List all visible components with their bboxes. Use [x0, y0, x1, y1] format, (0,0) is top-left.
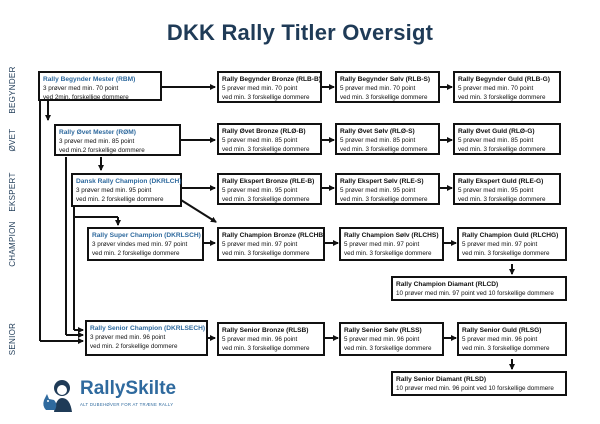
box-line: ved min. 3 forskellige dommere	[340, 146, 428, 153]
box-line: ved min. 3 forskellige dommere	[222, 196, 310, 203]
box-line: 5 prøver med min. 96 point	[344, 336, 420, 343]
page-title: DKK Rally Titler Oversigt	[166, 20, 434, 45]
box-title: Rally Senior Champion (DKRLSECH)	[90, 325, 206, 332]
box-rleb: Rally Ekspert Bronze (RLE-B) 5 prøver me…	[217, 173, 322, 205]
box-line: 5 prøver med min. 85 point	[458, 137, 534, 144]
box-line: ved min. 2 forskellige dommere	[92, 250, 180, 257]
box-line: 5 prøver med min. 85 point	[340, 137, 416, 144]
box-title: Rally Ekspert Bronze (RLE-B)	[222, 178, 315, 185]
box-line: ved min. 3 forskellige dommere	[344, 250, 432, 257]
box-line: 5 prøver med min. 97 point	[462, 241, 538, 248]
box-title: Rally Begynder Guld (RLB-G)	[458, 76, 550, 83]
box-rleg: Rally Ekspert Guld (RLE-G) 5 prøver med …	[453, 173, 561, 205]
box-dkrlsech: Rally Senior Champion (DKRLSECH) 3 prøve…	[85, 320, 208, 356]
box-line: 3 prøver med min. 70 point	[43, 85, 119, 92]
box-line: ved min. 3 forskellige dommere	[340, 196, 428, 203]
box-line: ved min. 3 forskellige dommere	[458, 196, 546, 203]
box-line: 5 prøver med min. 95 point	[222, 187, 298, 194]
box-dkrlsch: Rally Super Champion (DKRLSCH) 3 prøver …	[87, 227, 204, 261]
box-line: ved min. 3 forskellige dommere	[340, 94, 428, 101]
box-title: Rally Begynder Bronze (RLB-B)	[222, 76, 321, 83]
rallyskilte-logo: RallySkilte ALT DUBEHØVER FOR AT TRÆNE R…	[40, 374, 190, 420]
box-rlcd: Rally Champion Diamant (RLCD) 10 prøver …	[391, 276, 567, 301]
box-line: ved min. 3 forskellige dommere	[458, 94, 546, 101]
box-line: ved min.2 forskellige dommere	[59, 147, 145, 154]
box-line: ved min. 2 forskellige dommere	[76, 196, 164, 203]
box-line: 3 prøver med min. 96 point	[90, 334, 166, 341]
box-line: 3 prøver vindes med min. 97 point	[92, 241, 188, 248]
box-title: Rally Ekspert Guld (RLE-G)	[458, 178, 544, 185]
box-rlsg: Rally Senior Guld (RLSG) 5 prøver med mi…	[457, 322, 567, 356]
box-line: ved min. 3 forskellige dommere	[462, 250, 550, 257]
box-title: Rally Øvet Sølv (RLØ-S)	[340, 128, 415, 135]
box-rlbb: Rally Begynder Bronze (RLB-B) 5 prøver m…	[217, 71, 322, 103]
box-line: ved min. 3 forskellige dommere	[222, 146, 310, 153]
box-line: ved min. 3 forskellige dommere	[222, 345, 310, 352]
box-rlchb: Rally Champion Bronze (RLCHB) 5 prøver m…	[217, 227, 325, 261]
box-line: 5 prøver med min. 96 point	[462, 336, 538, 343]
box-title: Rally Senior Bronze (RLSB)	[222, 327, 309, 334]
box-title: Rally Begynder Mester (RBM)	[43, 76, 136, 83]
box-rlob: Rally Øvet Bronze (RLØ-B) 5 prøver med m…	[217, 123, 322, 155]
box-line: ved min. 3 forskellige dommere	[222, 250, 310, 257]
box-title: Rally Super Champion (DKRLSCH)	[92, 232, 201, 239]
box-rlsb: Rally Senior Bronze (RLSB) 5 prøver med …	[217, 322, 325, 356]
box-line: 5 prøver med min. 97 point	[222, 241, 298, 248]
box-line: ved min. 3 forskellige dommere	[344, 345, 432, 352]
box-rlchs: Rally Champion Sølv (RLCHS) 5 prøver med…	[339, 227, 444, 261]
box-rlos: Rally Øvet Sølv (RLØ-S) 5 prøver med min…	[335, 123, 440, 155]
box-rlsd: Rally Senior Diamant (RLSD) 10 prøver me…	[391, 371, 567, 396]
box-line: 5 prøver med min. 95 point	[458, 187, 534, 194]
box-title: Rally Begynder Sølv (RLB-S)	[340, 76, 431, 83]
box-title: Rally Champion Guld (RLCHG)	[462, 232, 559, 239]
box-title: Rally Champion Bronze (RLCHB)	[222, 232, 326, 239]
box-line: 3 prøver med min. 85 point	[59, 138, 135, 145]
box-title: Dansk Rally Champion (DKRLCH)	[76, 178, 182, 185]
box-rom: Rally Øvet Mester (RØM) 3 prøver med min…	[54, 124, 181, 156]
box-title: Rally Øvet Guld (RLØ-G)	[458, 128, 535, 135]
box-line: 3 prøver med min. 95 point	[76, 187, 152, 194]
box-title: Rally Øvet Bronze (RLØ-B)	[222, 128, 306, 135]
box-rlbs: Rally Begynder Sølv (RLB-S) 5 prøver med…	[335, 71, 440, 103]
logo-tagline: ALT DUBEHØVER FOR AT TRÆNE RALLY	[80, 402, 174, 407]
box-title: Rally Champion Diamant (RLCD)	[396, 281, 499, 288]
box-line: ved min. 3 forskellige dommere	[458, 146, 546, 153]
box-line: 10 prøver med min. 96 point ved 10 forsk…	[396, 385, 554, 392]
box-line: 5 prøver med min. 70 point	[458, 85, 534, 92]
box-rlbg: Rally Begynder Guld (RLB-G) 5 prøver med…	[453, 71, 561, 103]
box-dkrlch: Dansk Rally Champion (DKRLCH) 3 prøver m…	[71, 173, 182, 207]
dog-handler-icon	[43, 380, 72, 412]
box-line: 5 prøver med min. 97 point	[344, 241, 420, 248]
box-title: Rally Champion Sølv (RLCHS)	[344, 232, 439, 239]
box-line: ved min. 2 forskellige dommere	[90, 343, 178, 350]
box-line: ved 2min. forskellige dommere	[43, 94, 129, 101]
box-rbm: Rally Begynder Mester (RBM) 3 prøver med…	[38, 71, 162, 101]
box-title: Rally Senior Diamant (RLSD)	[396, 376, 487, 383]
box-rlog: Rally Øvet Guld (RLØ-G) 5 prøver med min…	[453, 123, 561, 155]
box-line: ved min. 3 forskellige dommere	[462, 345, 550, 352]
box-line: 5 prøver med min. 96 point	[222, 336, 298, 343]
box-line: 10 prøver med min. 97 point ved 10 forsk…	[396, 290, 554, 297]
box-title: Rally Ekspert Sølv (RLE-S)	[340, 178, 424, 185]
box-line: 5 prøver med min. 70 point	[340, 85, 416, 92]
box-line: 5 prøver med min. 70 point	[222, 85, 298, 92]
box-line: 5 prøver med min. 85 point	[222, 137, 298, 144]
box-title: Rally Senior Sølv (RLSS)	[344, 327, 422, 334]
box-line: 5 prøver med min. 95 point	[340, 187, 416, 194]
box-title: Rally Senior Guld (RLSG)	[462, 327, 542, 334]
logo-name: RallySkilte	[80, 378, 177, 399]
arrow-dkrlch-rlchb	[180, 199, 217, 223]
box-rlchg: Rally Champion Guld (RLCHG) 5 prøver med…	[457, 227, 567, 261]
box-rlss: Rally Senior Sølv (RLSS) 5 prøver med mi…	[339, 322, 444, 356]
box-title: Rally Øvet Mester (RØM)	[59, 129, 136, 136]
box-rles: Rally Ekspert Sølv (RLE-S) 5 prøver med …	[335, 173, 440, 205]
box-line: ved min. 3 forskellige dommere	[222, 94, 310, 101]
